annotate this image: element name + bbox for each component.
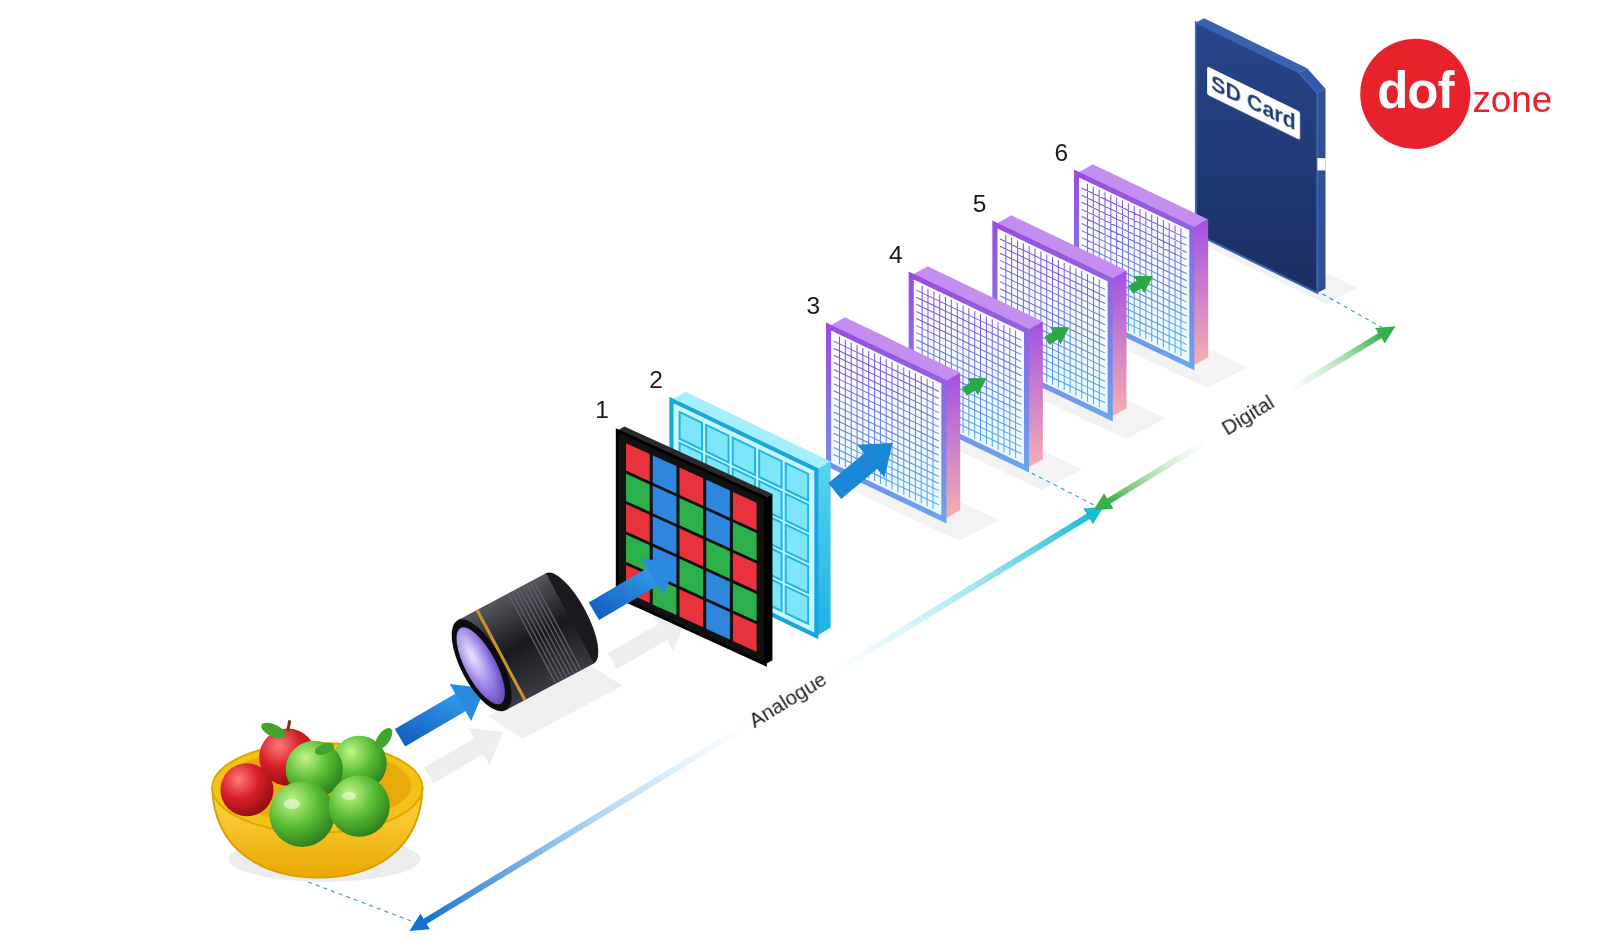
camera-lens [440, 565, 610, 720]
logo-word: zone [1472, 77, 1552, 121]
connector-arrow [1131, 284, 1140, 290]
callout-number: 3 [798, 292, 829, 321]
fruit-bowl [212, 719, 422, 881]
dashed-guides [278, 294, 1386, 925]
connector-arrow [1047, 335, 1056, 341]
callout-number: 1 [587, 396, 618, 425]
sd-card: SD Card [1189, 15, 1332, 301]
connector-arrow [835, 461, 872, 492]
callout-number: 2 [641, 365, 672, 394]
digital-range-arrow [1107, 335, 1381, 502]
callout-number: 5 [964, 190, 995, 219]
range-label: Analogue [741, 665, 834, 735]
floor-shadows [429, 231, 1358, 776]
light-arrow [400, 702, 461, 738]
light-arrow [594, 577, 653, 612]
callout-number: 6 [1046, 139, 1077, 168]
range-label: Digital [1214, 388, 1282, 443]
logo-word: dof [1377, 65, 1453, 116]
sensor-filter-panel: 1 [587, 390, 777, 669]
logo-badge: dof [1360, 39, 1470, 149]
sensor-filter-panel-outline [587, 390, 777, 669]
sd-card-outline [1189, 15, 1332, 301]
connector-arrow [964, 386, 973, 392]
analogue-range-arrow [423, 515, 1089, 922]
callout-number: 4 [881, 241, 912, 270]
